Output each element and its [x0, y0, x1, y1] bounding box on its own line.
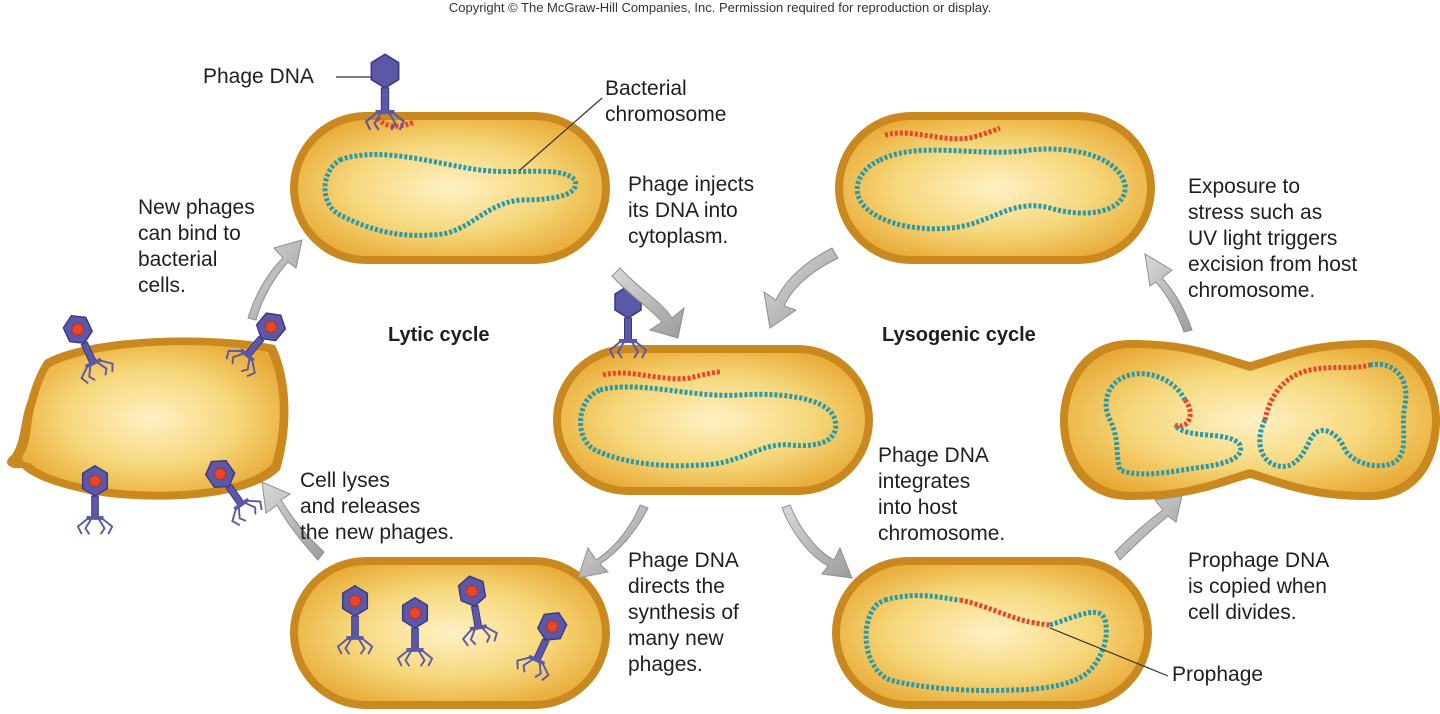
free-phage-dna-middle [602, 369, 721, 382]
lytic-cycle-title: Lytic cycle [388, 324, 490, 346]
step-phage-injects: Phage injects its DNA into cytoplasm. [628, 173, 755, 248]
arrow-division-to-lysogeny [1114, 495, 1183, 561]
prophage-label: Prophage [1172, 663, 1264, 686]
arrow-excision-to-cytoplasm [763, 247, 839, 329]
prophage-copy-a [1174, 398, 1193, 429]
bacterial-chromosome-5b [1257, 361, 1409, 469]
cell-lysing [7, 337, 289, 500]
copyright-notice: Copyright © The McGraw-Hill Companies, I… [448, 0, 992, 15]
arrow-lysis-to-new-phages [247, 239, 303, 321]
new-phage-icon-4 [516, 611, 568, 682]
phage-attached-icon [608, 285, 648, 359]
cell-dividing [1060, 340, 1440, 500]
arrow-synthesis-to-lysis [261, 481, 325, 561]
step-new-phages-bind: New phages can bind to bacterial cells. [138, 196, 255, 297]
arrow-stress-excision [1144, 253, 1193, 333]
released-phage-icon-4 [204, 459, 263, 527]
step-dna-integrates: Phage DNA integrates into host chromosom… [878, 444, 1006, 545]
released-phage-icon-3 [76, 464, 114, 535]
released-phage-icon-1 [62, 314, 114, 385]
bacterial-chromosome-4 [863, 593, 1109, 694]
step-cell-lyses: Cell lyses and releases the new phages. [300, 469, 455, 544]
arrow-cytoplasm-to-integration [781, 504, 853, 579]
cell-prophage-excision [835, 112, 1155, 264]
cell-infection [290, 112, 610, 264]
prophage-pointer [1049, 627, 1169, 677]
cell-phage-dna-in-cytoplasm [553, 345, 873, 495]
released-phage-icon-2 [225, 312, 287, 378]
bacterial-chromosome-5a [1103, 371, 1244, 477]
lysogenic-cycle-title: Lysogenic cycle [882, 324, 1036, 346]
step-dna-directs-synthesis: Phage DNA directs the synthesis of many … [628, 549, 739, 676]
cell-phage-synthesis [290, 557, 610, 709]
new-phage-icon-2 [396, 596, 434, 667]
arrow-inject-to-cytoplasm [611, 267, 685, 339]
bacterial-chromosome-1 [322, 152, 579, 238]
prophage-copy-b [1262, 362, 1371, 421]
new-phage-icon-1 [336, 584, 374, 655]
bacterial-chromosome-label: Bacterial chromosome [605, 77, 727, 126]
step-stress-excision: Exposure to stress such as UV light trig… [1188, 175, 1358, 302]
step-prophage-copied: Prophage DNA is copied when cell divides… [1188, 549, 1330, 624]
prophage-dna [959, 597, 1051, 628]
new-phage-icon-3 [457, 575, 498, 647]
free-phage-dna-top [884, 125, 1001, 142]
phage-dna-label: Phage DNA [203, 65, 314, 88]
phage-injecting-icon [364, 53, 406, 131]
cell-with-prophage [832, 557, 1152, 709]
bacterial-chromosome-pointer [519, 97, 603, 171]
bacterial-chromosome-3 [578, 384, 839, 469]
phage-layer [62, 53, 648, 682]
bacterial-chromosome-2 [854, 146, 1128, 232]
arrow-cytoplasm-to-synthesis [577, 504, 649, 579]
